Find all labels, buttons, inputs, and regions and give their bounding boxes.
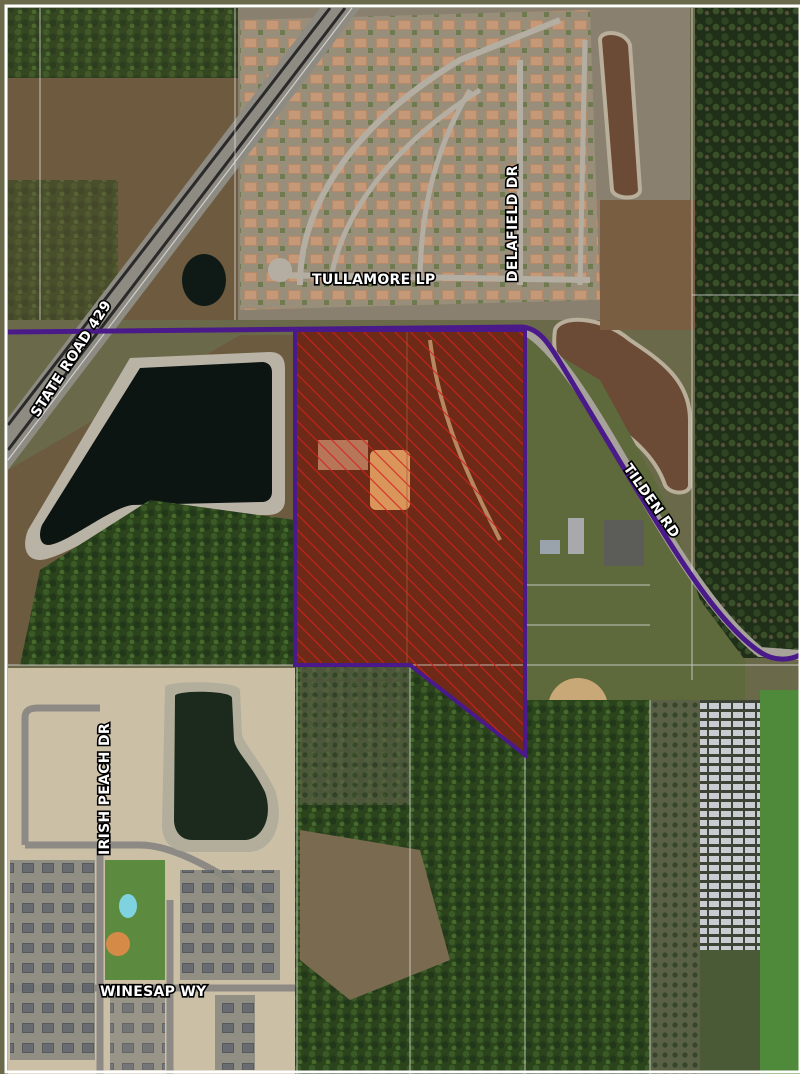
rural-parcels [525, 335, 745, 700]
amenity-park [105, 860, 165, 980]
cul-de-sac [268, 258, 292, 282]
tree-cluster [8, 8, 238, 78]
subdivision-street [21, 704, 100, 845]
housing-lots [10, 860, 95, 1060]
label-delafield: DELAFIELD DR [505, 165, 521, 282]
retention-pond [40, 362, 272, 545]
subject-site-boundary[interactable] [293, 328, 527, 760]
label-winesap: WINESAP WY [100, 984, 207, 1000]
state-road-429-highway [8, 8, 360, 470]
subdivision-street [577, 39, 588, 286]
subject-site-hatched-area[interactable] [295, 330, 525, 755]
green-field [760, 690, 800, 1074]
housing-lots [180, 870, 280, 980]
cleared-field [300, 830, 450, 1000]
forest-parcel [20, 500, 295, 665]
subdivision-street [297, 17, 562, 286]
parcel-lines [8, 8, 800, 1074]
pasture-parcel [600, 200, 695, 330]
retention-pond [174, 691, 268, 840]
tilden-rd-outline [7, 324, 800, 662]
small-pond [182, 254, 226, 306]
map-border [4, 4, 800, 1074]
highway-lane [6, 7, 347, 451]
grove-parcel [650, 700, 700, 1074]
housing-lots [110, 995, 165, 1070]
horse-arena [604, 520, 644, 566]
ball-field [106, 932, 130, 956]
label-irish-peach: IRISH PEACH DR [97, 723, 113, 855]
housing-lots [240, 10, 600, 310]
nursery-parcel [700, 950, 760, 1074]
highway-lane [6, 7, 332, 426]
highway-lane [7, 7, 353, 461]
grove-parcel [300, 665, 410, 805]
barn-building [568, 518, 584, 554]
subdivision-street [269, 272, 591, 283]
subdivision-street [327, 87, 482, 286]
label-tullamore: TULLAMORE LP [312, 272, 435, 288]
retention-pond [597, 31, 643, 200]
forest-parcel [525, 700, 655, 1074]
housing-lots [215, 995, 255, 1070]
barn-building [540, 540, 560, 554]
tree-cluster [8, 180, 118, 320]
forest-parcel [695, 8, 800, 658]
subdivision-street [417, 88, 473, 286]
pool [119, 894, 137, 918]
nursery-parcel [700, 700, 760, 950]
